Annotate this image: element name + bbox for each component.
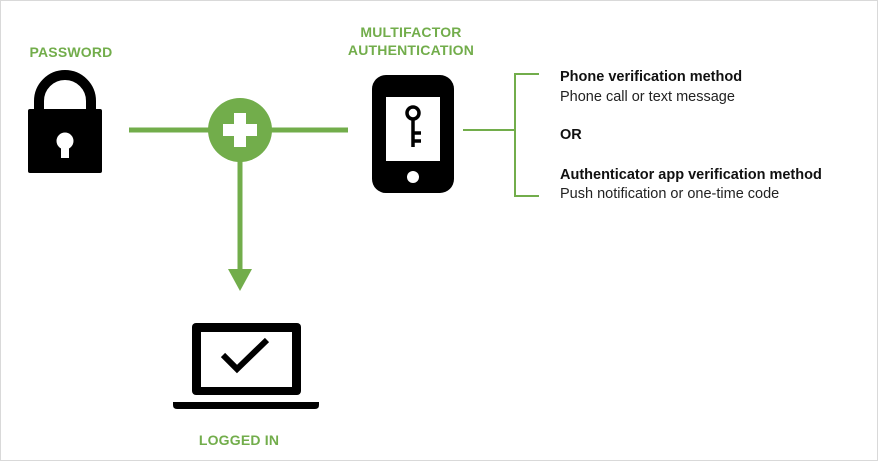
padlock-icon — [28, 70, 102, 173]
plus-icon — [208, 98, 272, 162]
app-method-title: Authenticator app verification method — [560, 167, 822, 183]
down-arrow-icon — [228, 269, 252, 291]
smartphone-key-icon — [372, 75, 454, 193]
laptop-check-icon — [173, 323, 319, 409]
mfa-label-line1: MULTIFACTOR — [360, 24, 462, 40]
logged-in-label: LOGGED IN — [198, 432, 280, 448]
phone-method-title: Phone verification method — [560, 69, 743, 85]
or-label: OR — [560, 127, 582, 143]
phone-method-desc: Phone call or text message — [560, 89, 735, 105]
app-method-desc: Push notification or one-time code — [560, 186, 780, 202]
password-label: PASSWORD — [29, 44, 113, 60]
connectors — [129, 127, 348, 271]
mfa-label: MULTIFACTOR AUTHENTICATION — [331, 23, 491, 59]
mfa-label-line2: AUTHENTICATION — [347, 42, 475, 58]
methods-bracket — [463, 73, 539, 197]
